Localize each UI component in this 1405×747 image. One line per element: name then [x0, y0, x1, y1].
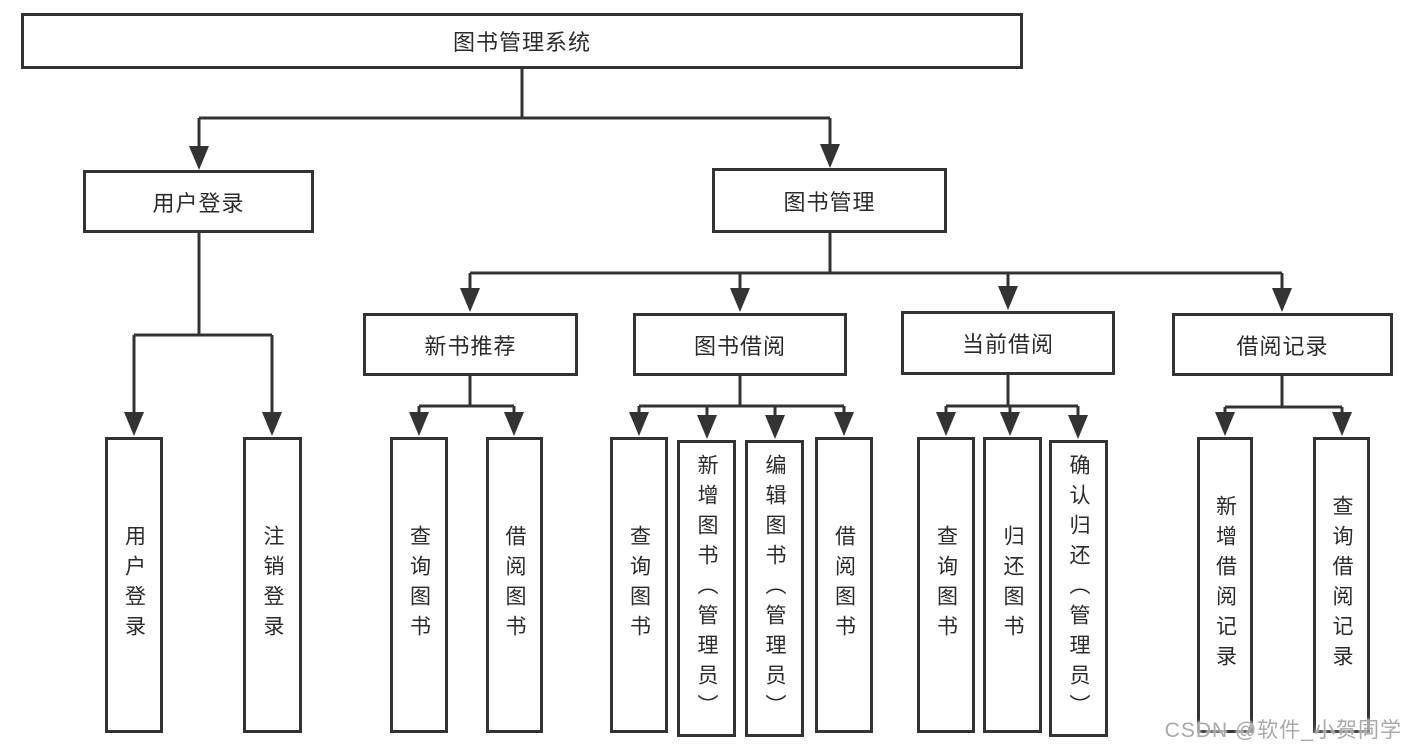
- leaf-query-books-current: 查询图书: [917, 437, 975, 733]
- node-label: 确认归还（管理员）: [1067, 453, 1090, 724]
- leaf-borrow-books-borrowing: 借阅图书: [815, 437, 873, 733]
- node-label: 图书借阅: [693, 333, 786, 359]
- node-library-management-system: 图书管理系统: [21, 13, 1023, 69]
- node-label: 新增借阅记录: [1213, 495, 1237, 675]
- connector-user-login-children: [124, 233, 282, 436]
- leaf-borrow-books-recommend: 借阅图书: [486, 437, 543, 733]
- connector-borrowing-records-children: [1215, 376, 1352, 436]
- node-book-borrowing: 图书借阅: [633, 313, 847, 376]
- node-user-login: 用户登录: [83, 170, 314, 233]
- node-label: 归还图书: [1001, 525, 1024, 645]
- node-new-book-recommendation: 新书推荐: [363, 313, 578, 376]
- leaf-logout: 注销登录: [243, 437, 302, 733]
- leaf-return-books: 归还图书: [983, 437, 1042, 733]
- connector-current-borrowing-children: [936, 375, 1088, 439]
- node-label: 新增图书（管理员）: [695, 453, 718, 724]
- node-label: 图书管理: [783, 189, 876, 215]
- connector-root-to-level1: [189, 69, 840, 170]
- node-label: 用户登录: [122, 525, 146, 645]
- leaf-user-login: 用户登录: [105, 437, 163, 733]
- leaf-edit-book-admin: 编辑图书（管理员）: [745, 440, 804, 737]
- connector-new-book-children: [409, 376, 524, 436]
- leaf-confirm-return-admin: 确认归还（管理员）: [1049, 440, 1108, 737]
- leaf-query-books-borrowing: 查询图书: [610, 437, 668, 733]
- node-borrowing-records: 借阅记录: [1172, 313, 1393, 376]
- node-label: 用户登录: [152, 190, 245, 216]
- node-label: 注销登录: [261, 525, 284, 645]
- node-label: 编辑图书（管理员）: [763, 453, 786, 724]
- node-label: 图书管理系统: [452, 30, 591, 55]
- node-label: 借阅图书: [503, 525, 526, 645]
- leaf-query-books-recommend: 查询图书: [390, 437, 448, 733]
- node-label: 查询借阅记录: [1330, 495, 1353, 675]
- connector-book-borrowing-children: [629, 376, 854, 439]
- node-label: 当前借阅: [961, 332, 1054, 357]
- node-label: 查询图书: [627, 525, 651, 645]
- leaf-add-borrow-record: 新增借阅记录: [1197, 437, 1253, 733]
- connector-book-management-children: [460, 233, 1292, 312]
- node-label: 查询图书: [934, 525, 958, 645]
- node-label: 借阅图书: [832, 525, 856, 645]
- node-book-management: 图书管理: [712, 168, 947, 233]
- leaf-add-book-admin: 新增图书（管理员）: [677, 440, 736, 737]
- csdn-watermark: CSDN @软件_小贺同学: [1164, 719, 1402, 742]
- node-label: 查询图书: [407, 525, 431, 645]
- node-label: 新书推荐: [424, 333, 517, 359]
- node-label: 借阅记录: [1236, 333, 1329, 359]
- node-current-borrowing: 当前借阅: [901, 311, 1115, 375]
- leaf-query-borrow-record: 查询借阅记录: [1313, 437, 1370, 733]
